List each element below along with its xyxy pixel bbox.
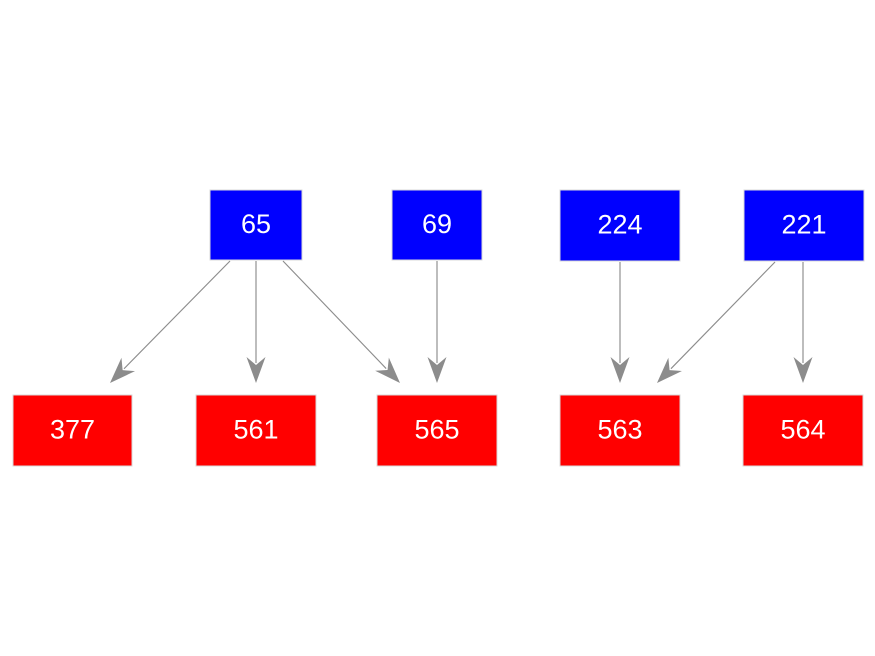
- edge-65-to-561: [246, 261, 266, 383]
- arrowhead-icon: [793, 357, 813, 383]
- node-label: 69: [422, 209, 452, 239]
- edge-224-to-563: [610, 262, 630, 383]
- edge-221-to-564: [793, 262, 813, 383]
- node-label: 563: [597, 415, 642, 445]
- node-box[interactable]: [391, 189, 483, 261]
- nodes-layer: 65 69 224 221 377 561 565 563 564: [12, 189, 865, 467]
- edge-69-to-565: [427, 261, 447, 383]
- node-563[interactable]: 563: [559, 394, 681, 467]
- node-box[interactable]: [743, 189, 865, 262]
- node-label: 65: [241, 209, 271, 239]
- node-561[interactable]: 561: [195, 394, 317, 467]
- node-box[interactable]: [12, 394, 133, 467]
- edge-221-to-563: [657, 261, 776, 383]
- node-box[interactable]: [195, 394, 317, 467]
- node-label: 224: [597, 210, 642, 240]
- node-box[interactable]: [376, 394, 498, 467]
- node-377[interactable]: 377: [12, 394, 133, 467]
- edge-line: [123, 260, 231, 370]
- node-label: 561: [233, 415, 278, 445]
- arrowhead-icon: [375, 357, 400, 383]
- edge-65-to-377: [110, 260, 231, 383]
- edge-line: [670, 261, 776, 370]
- node-565[interactable]: 565: [376, 394, 498, 467]
- node-label: 377: [50, 415, 95, 445]
- node-69[interactable]: 69: [391, 189, 483, 261]
- node-224[interactable]: 224: [559, 189, 681, 262]
- arrowhead-icon: [110, 357, 136, 383]
- node-label: 565: [414, 415, 459, 445]
- node-65[interactable]: 65: [209, 189, 303, 261]
- arrowhead-icon: [246, 357, 266, 383]
- node-221[interactable]: 221: [743, 189, 865, 262]
- arrowhead-icon: [427, 357, 447, 383]
- node-box[interactable]: [209, 189, 303, 261]
- node-box[interactable]: [742, 394, 864, 467]
- node-label: 564: [780, 415, 825, 445]
- node-box[interactable]: [559, 394, 681, 467]
- arrowhead-icon: [657, 357, 682, 383]
- node-564[interactable]: 564: [742, 394, 864, 467]
- edges-layer: [110, 260, 813, 383]
- edge-65-to-565: [282, 260, 400, 383]
- node-box[interactable]: [559, 189, 681, 262]
- node-label: 221: [781, 210, 826, 240]
- arrowhead-icon: [610, 357, 630, 383]
- edge-line: [282, 260, 387, 369]
